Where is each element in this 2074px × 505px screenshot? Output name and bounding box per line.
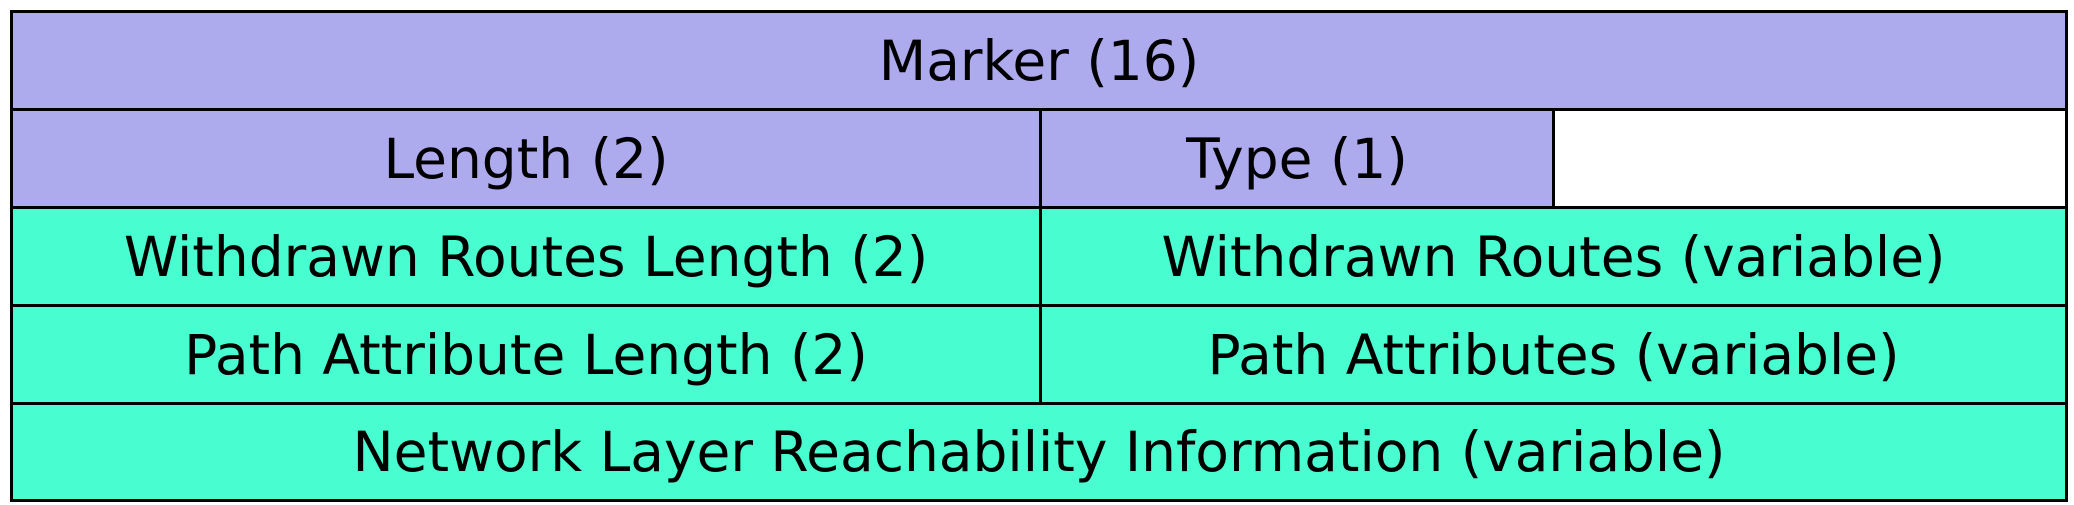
path-attributes-field: Path Attributes (variable) <box>1039 304 2068 405</box>
nlri-field: Network Layer Reachability Information (… <box>10 402 2068 502</box>
type-field: Type (1) <box>1039 108 1555 209</box>
path-attribute-length-field: Path Attribute Length (2) <box>10 304 1042 405</box>
marker-field: Marker (16) <box>10 10 2068 111</box>
empty-field <box>1552 108 2068 209</box>
withdrawn-routes-field: Withdrawn Routes (variable) <box>1039 206 2068 307</box>
withdrawn-routes-length-field: Withdrawn Routes Length (2) <box>10 206 1042 307</box>
length-field: Length (2) <box>10 108 1042 209</box>
bgp-update-message-diagram: Marker (16) Length (2) Type (1) Withdraw… <box>10 10 2068 502</box>
